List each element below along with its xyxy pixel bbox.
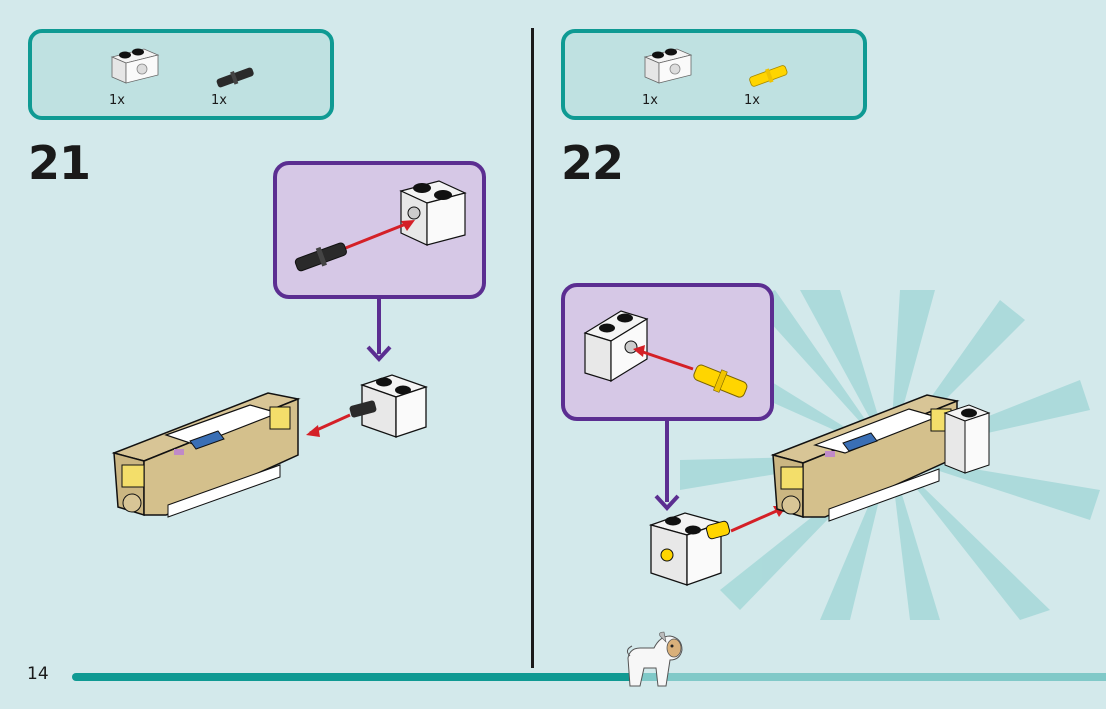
part-qty: 1x xyxy=(744,93,760,108)
progress-bar-remaining xyxy=(632,673,1106,681)
black-pin-icon xyxy=(216,67,254,88)
part-qty: 1x xyxy=(642,93,658,108)
down-arrow-icon xyxy=(366,345,392,362)
callout-connector xyxy=(665,420,669,502)
progress-bar-filled xyxy=(72,673,632,681)
yellow-pin-icon xyxy=(749,65,788,87)
puppy-mascot-icon xyxy=(626,631,683,687)
white-technic-brick-icon xyxy=(643,48,693,84)
step-number: 21 xyxy=(28,136,91,190)
page-number: 14 xyxy=(27,664,49,684)
callout-illustration xyxy=(583,310,748,398)
highlight-burst xyxy=(680,290,1100,620)
step-number: 22 xyxy=(561,136,624,190)
parts-list-step-22: 1x 1x xyxy=(561,29,867,120)
callout-illustration xyxy=(294,180,467,272)
down-arrow-icon xyxy=(654,494,680,511)
part-qty: 1x xyxy=(211,93,227,108)
step-divider xyxy=(531,28,534,668)
callout-connector xyxy=(377,298,381,354)
callout-step-21 xyxy=(273,161,486,299)
main-illustration-step-21 xyxy=(111,374,429,518)
parts-list-step-21: 1x 1x xyxy=(28,29,334,120)
part-qty: 1x xyxy=(109,93,125,108)
main-illustration-step-22 xyxy=(648,394,991,586)
callout-step-22 xyxy=(561,283,774,421)
white-technic-brick-icon xyxy=(110,48,160,84)
